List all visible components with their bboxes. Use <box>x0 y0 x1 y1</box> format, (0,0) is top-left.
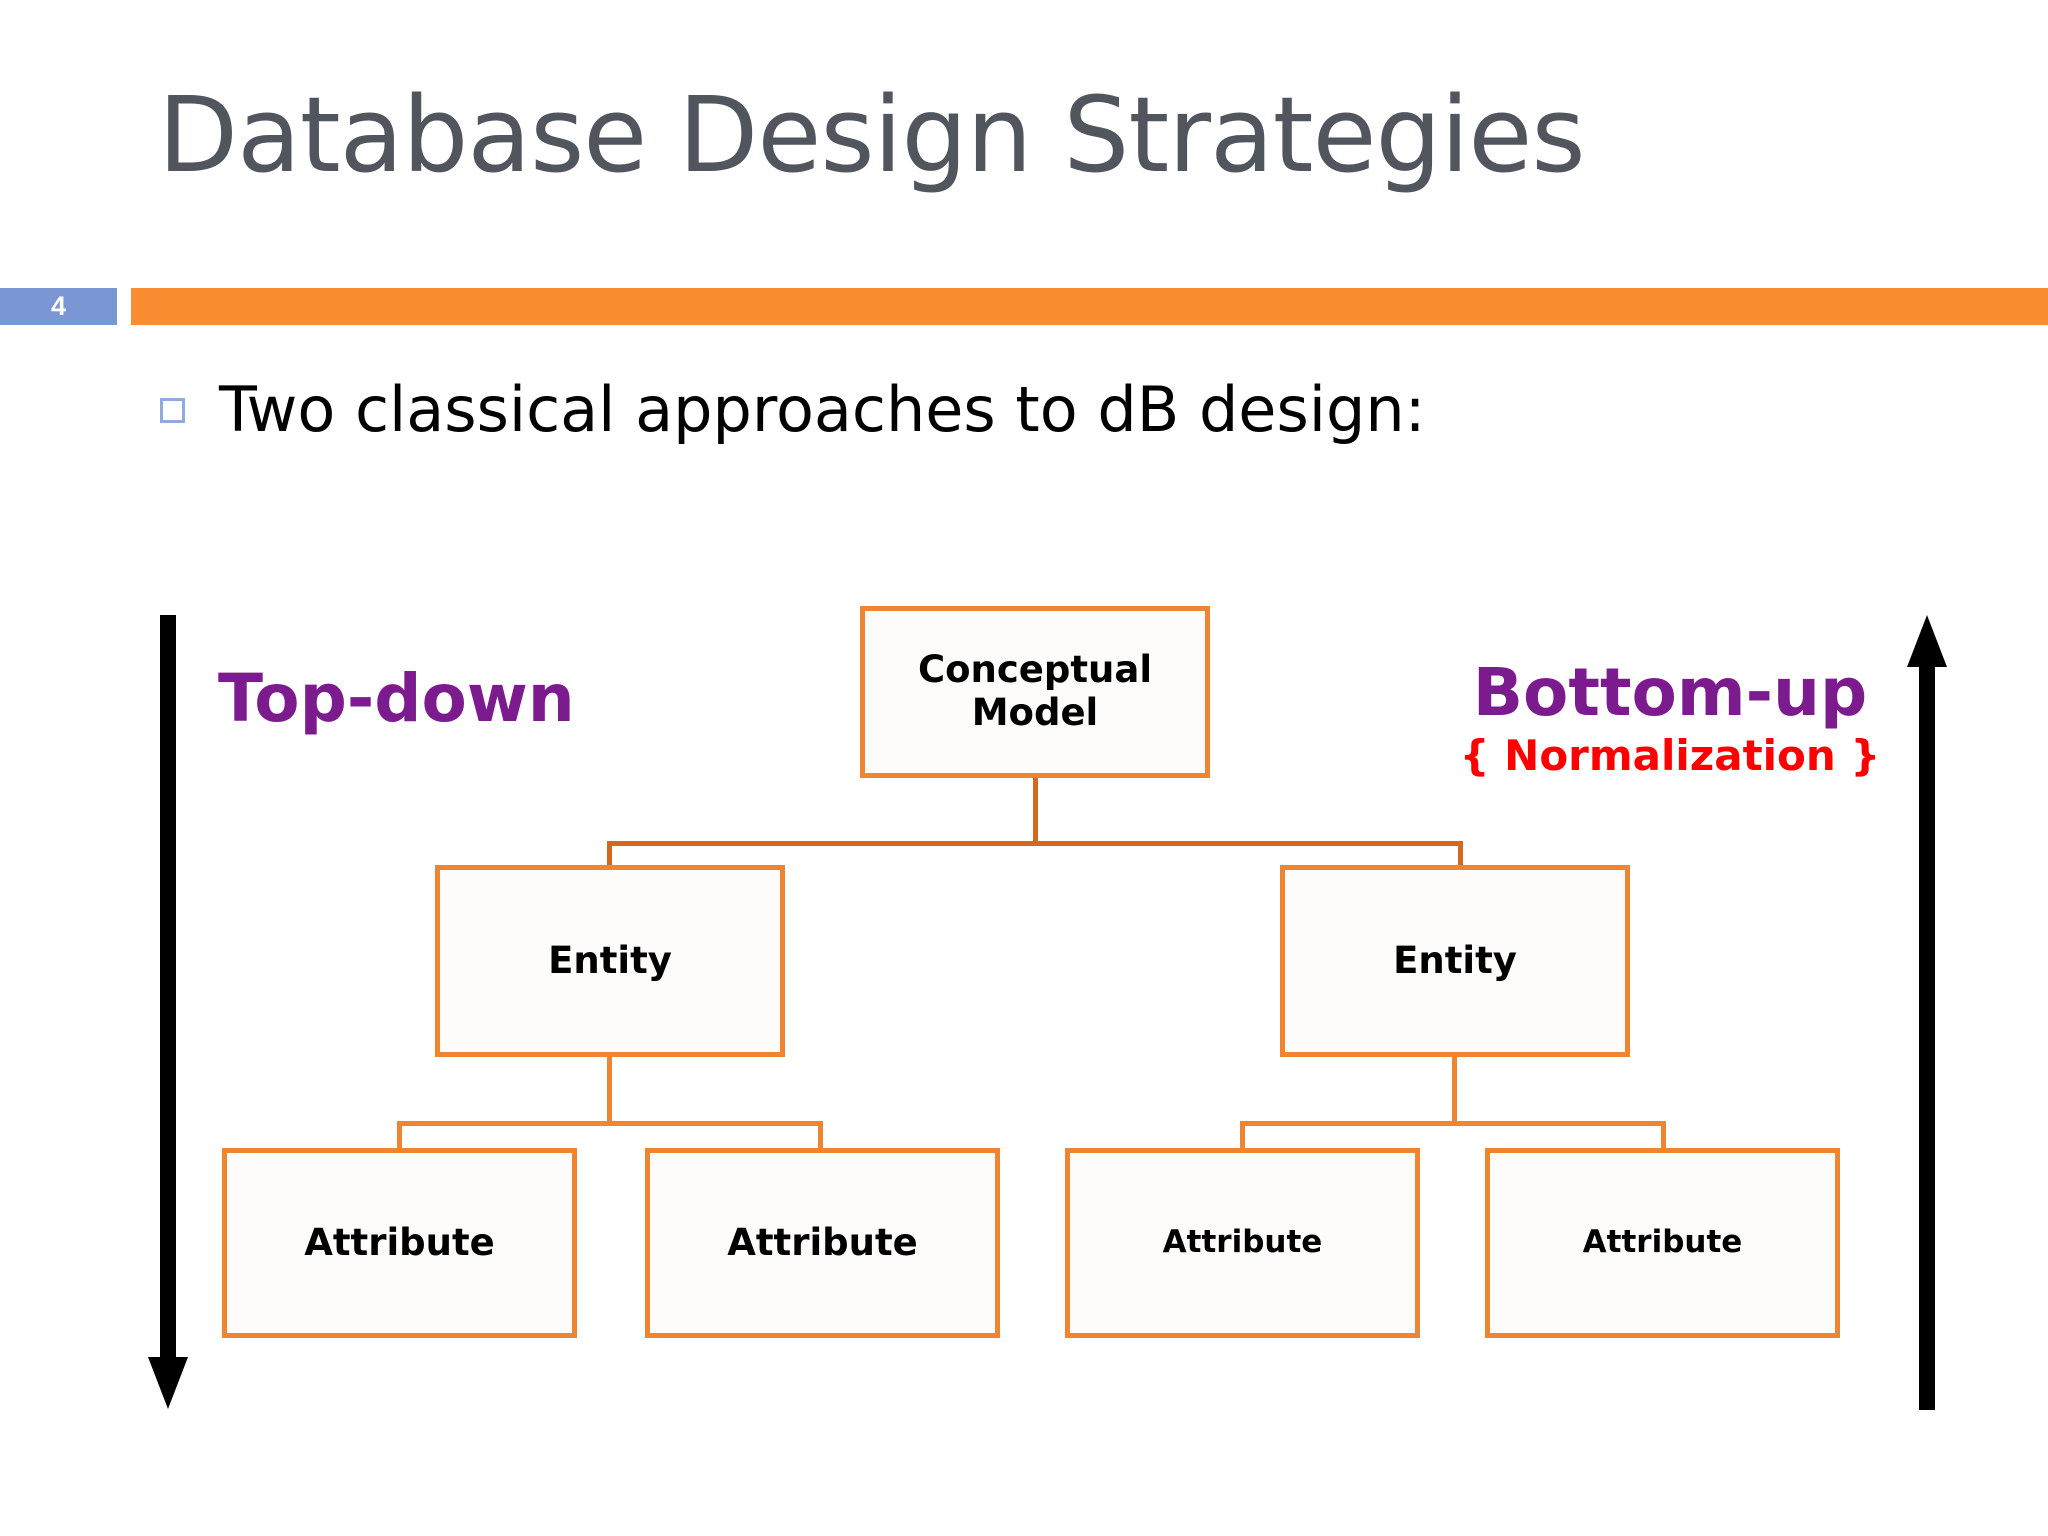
node-attribute-3: Attribute <box>1065 1148 1420 1338</box>
arrow-shaft <box>160 615 176 1360</box>
accent-divider-bar <box>131 288 2048 325</box>
node-conceptual-model: Conceptual Model <box>860 606 1210 778</box>
node-attribute-4: Attribute <box>1485 1148 1840 1338</box>
connector-entity-left-drop <box>607 841 612 868</box>
connector-entity-right-drop <box>1458 841 1463 868</box>
slide-number-badge: 4 <box>0 288 117 325</box>
bullet-row: Two classical approaches to dB design: <box>160 375 1426 445</box>
down-arrow-icon <box>148 615 188 1410</box>
top-down-caption: Top-down <box>218 660 575 737</box>
arrow-head <box>148 1357 188 1409</box>
connector-attr1-drop <box>397 1121 402 1151</box>
node-conceptual-model-label: Conceptual Model <box>917 648 1153 734</box>
connector-attr4-drop <box>1661 1121 1666 1151</box>
connector-level1-bus <box>607 841 1463 846</box>
hollow-square-bullet-icon <box>160 397 185 423</box>
bullet-text: Two classical approaches to dB design: <box>219 373 1426 446</box>
normalization-caption: { Normalization } <box>1459 731 1881 780</box>
node-entity-left: Entity <box>435 865 785 1057</box>
page-title: Database Design Strategies <box>158 74 1586 196</box>
bottom-up-caption: Bottom-up <box>1472 654 1868 731</box>
arrow-shaft <box>1919 665 1935 1410</box>
node-attribute-2: Attribute <box>645 1148 1000 1338</box>
connector-root-stem <box>1033 778 1038 844</box>
strategy-diagram: Top-down Bottom-up { Normalization } Con… <box>0 600 2048 1500</box>
connector-entity-left-stem <box>607 1055 612 1123</box>
connector-attr3-drop <box>1240 1121 1245 1151</box>
bottom-up-caption-block: Bottom-up { Normalization } <box>1440 658 1900 782</box>
node-entity-right: Entity <box>1280 865 1630 1057</box>
connector-entity-right-stem <box>1452 1055 1457 1123</box>
connector-attr2-drop <box>818 1121 823 1151</box>
up-arrow-icon <box>1907 615 1947 1410</box>
node-attribute-1: Attribute <box>222 1148 577 1338</box>
connector-attr-right-bus <box>1240 1121 1666 1126</box>
arrow-head <box>1907 615 1947 667</box>
connector-attr-left-bus <box>397 1121 823 1126</box>
